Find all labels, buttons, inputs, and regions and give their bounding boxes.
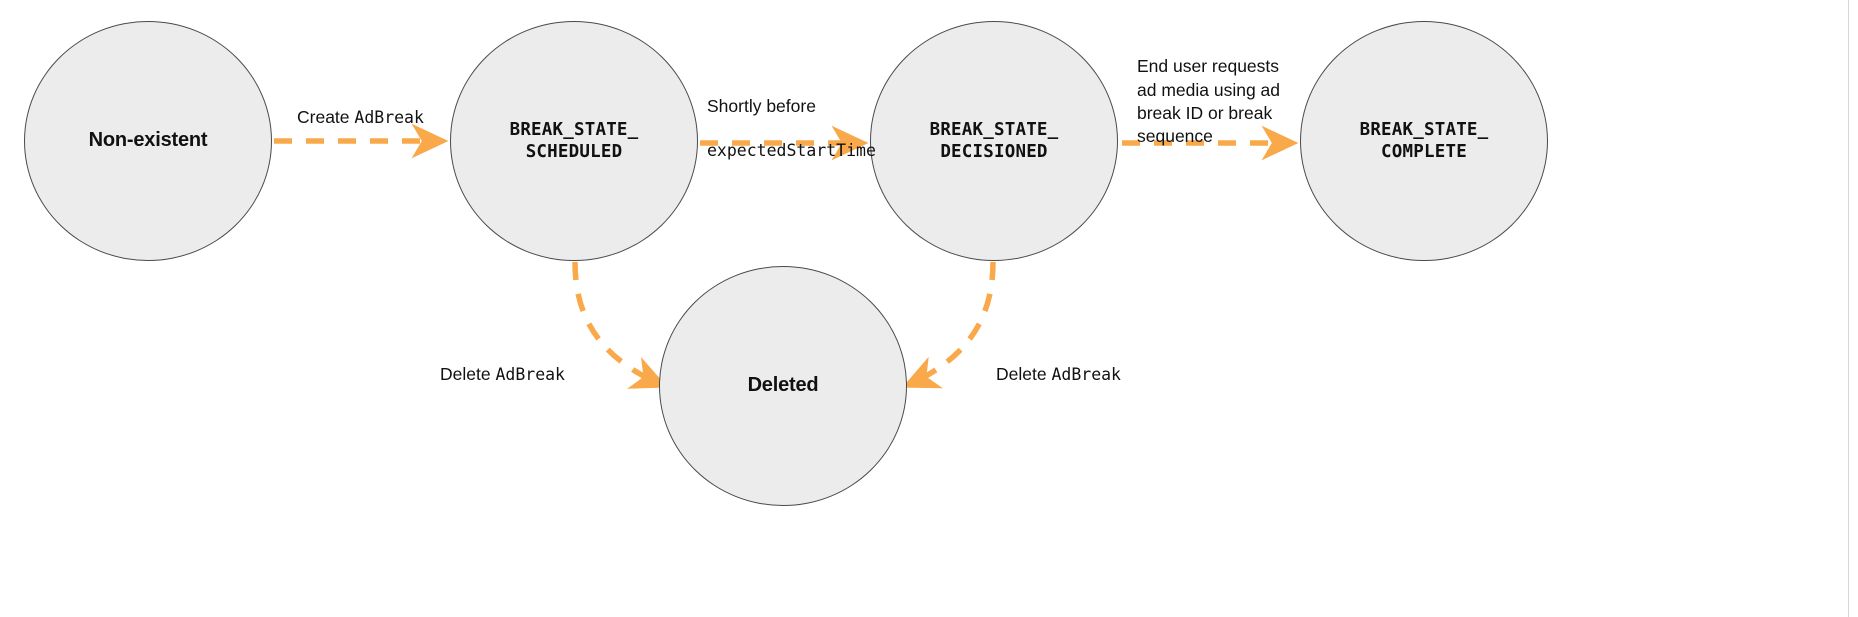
node-break-state-scheduled-label: BREAK_STATE_ SCHEDULED	[509, 119, 639, 162]
edge-label-shortly-before-plain: Shortly before	[707, 96, 816, 117]
edge-label-shortly-before: Shortly before expectedStartTime	[707, 74, 876, 183]
edge-label-create-adbreak-code: AdBreak	[354, 108, 424, 128]
node-break-state-complete-label: BREAK_STATE_ COMPLETE	[1359, 119, 1489, 162]
edge-label-end-user-requests: End user requests ad media using ad brea…	[1137, 32, 1280, 148]
edge-label-delete-adbreak-decisioned: Delete AdBreak	[996, 342, 1121, 387]
edge-delete-adbreak-decisioned	[902, 261, 996, 389]
node-non-existent[interactable]: Non-existent	[24, 21, 272, 261]
edge-label-create-adbreak: Create AdBreak	[297, 85, 424, 130]
edge-label-delete-adbreak-scheduled-plain: Delete	[440, 364, 496, 385]
edge-label-delete-adbreak-decisioned-code: AdBreak	[1051, 365, 1121, 385]
node-non-existent-label: Non-existent	[88, 129, 208, 152]
edge-label-create-adbreak-plain: Create	[297, 107, 355, 128]
node-break-state-decisioned[interactable]: BREAK_STATE_ DECISIONED	[870, 21, 1118, 261]
edge-label-delete-adbreak-scheduled-code: AdBreak	[495, 365, 565, 385]
edge-label-end-user-requests-text: End user requests ad media using ad brea…	[1137, 56, 1281, 147]
edge-label-delete-adbreak-scheduled: Delete AdBreak	[440, 342, 565, 387]
edge-delete-adbreak-scheduled	[572, 261, 668, 389]
node-break-state-decisioned-label: BREAK_STATE_ DECISIONED	[929, 119, 1059, 162]
node-deleted[interactable]: Deleted	[659, 266, 907, 506]
page-right-divider	[1848, 0, 1849, 617]
edge-label-delete-adbreak-decisioned-plain: Delete	[996, 364, 1052, 385]
node-break-state-complete[interactable]: BREAK_STATE_ COMPLETE	[1300, 21, 1548, 261]
node-deleted-label: Deleted	[747, 374, 819, 397]
node-break-state-scheduled[interactable]: BREAK_STATE_ SCHEDULED	[450, 21, 698, 261]
edge-label-expected-start-time-code: expectedStartTime	[707, 140, 876, 160]
